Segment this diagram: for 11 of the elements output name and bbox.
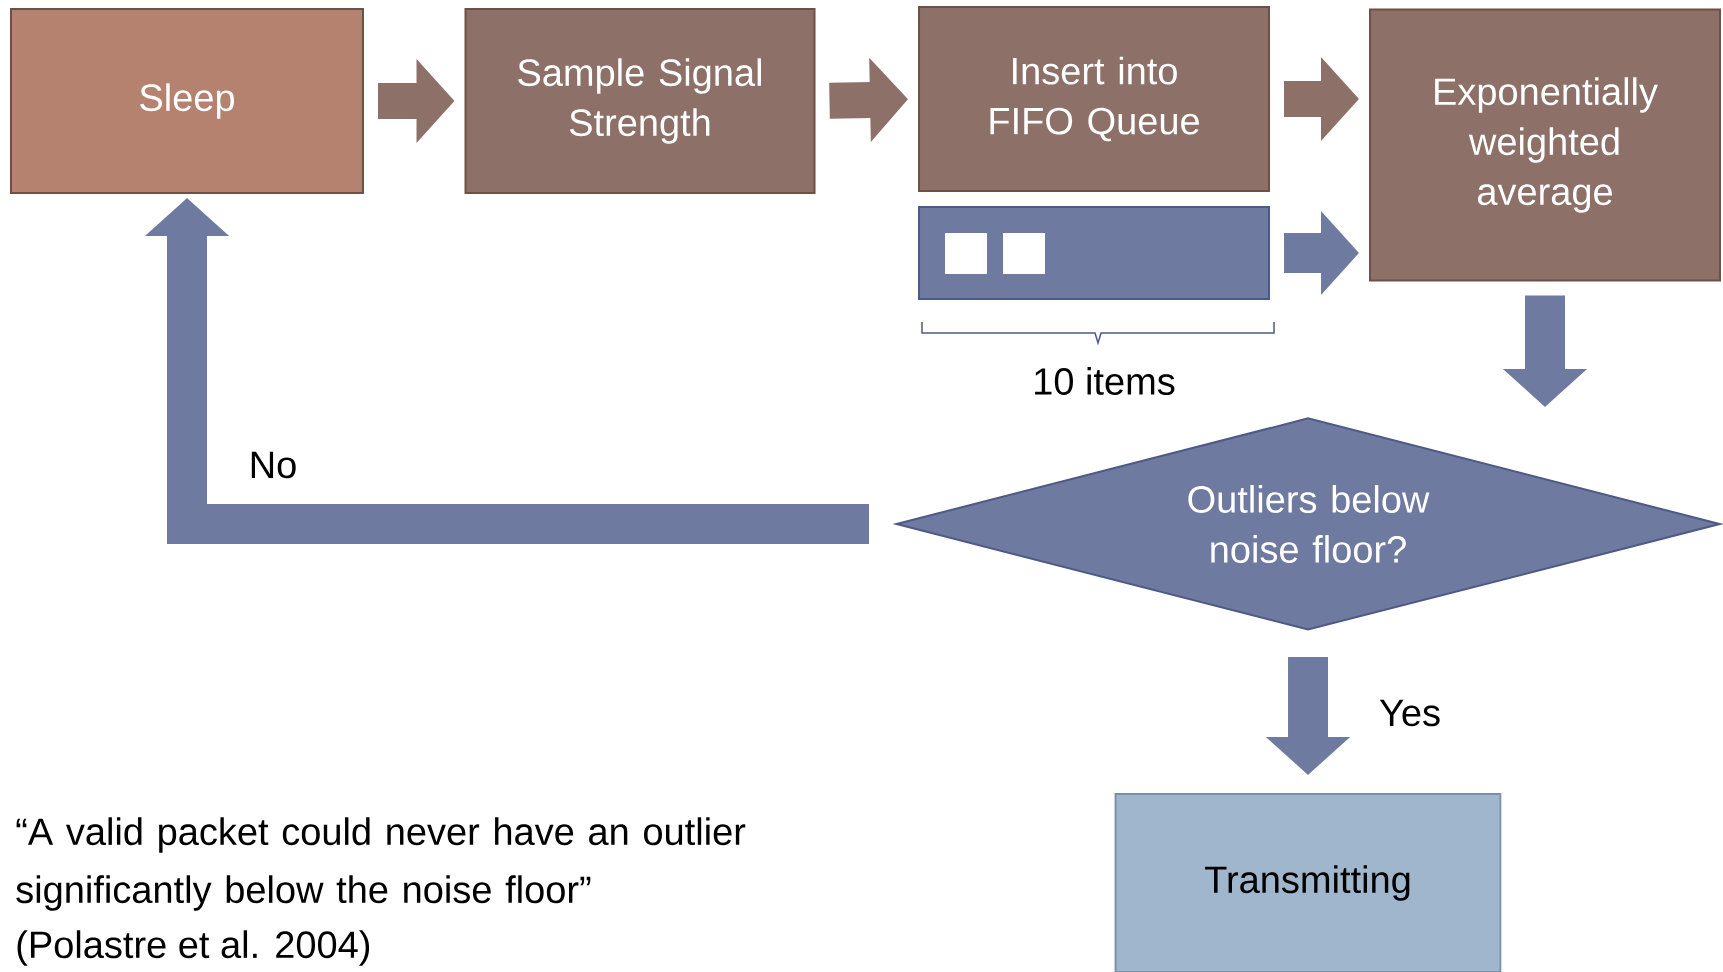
process-box: Sleep bbox=[10, 8, 364, 194]
quote-text: “A valid packet could never have an outlier significantly below the noise floor” bbox=[16, 817, 746, 911]
process-box: Transmitting bbox=[1114, 793, 1502, 972]
process-box: Exponentially weighted average bbox=[1369, 8, 1721, 282]
process-box: Insert into FIFO Queue bbox=[918, 6, 1270, 192]
dimension-label: 10 items bbox=[1035, 367, 1175, 395]
edge-label: Yes bbox=[1377, 697, 1443, 729]
quote-text: (Polastre et al. 2004) bbox=[17, 930, 370, 966]
process-box: Sample Signal Strength bbox=[464, 8, 816, 194]
queue-bar bbox=[918, 206, 1270, 300]
edge-label: No bbox=[246, 449, 300, 481]
